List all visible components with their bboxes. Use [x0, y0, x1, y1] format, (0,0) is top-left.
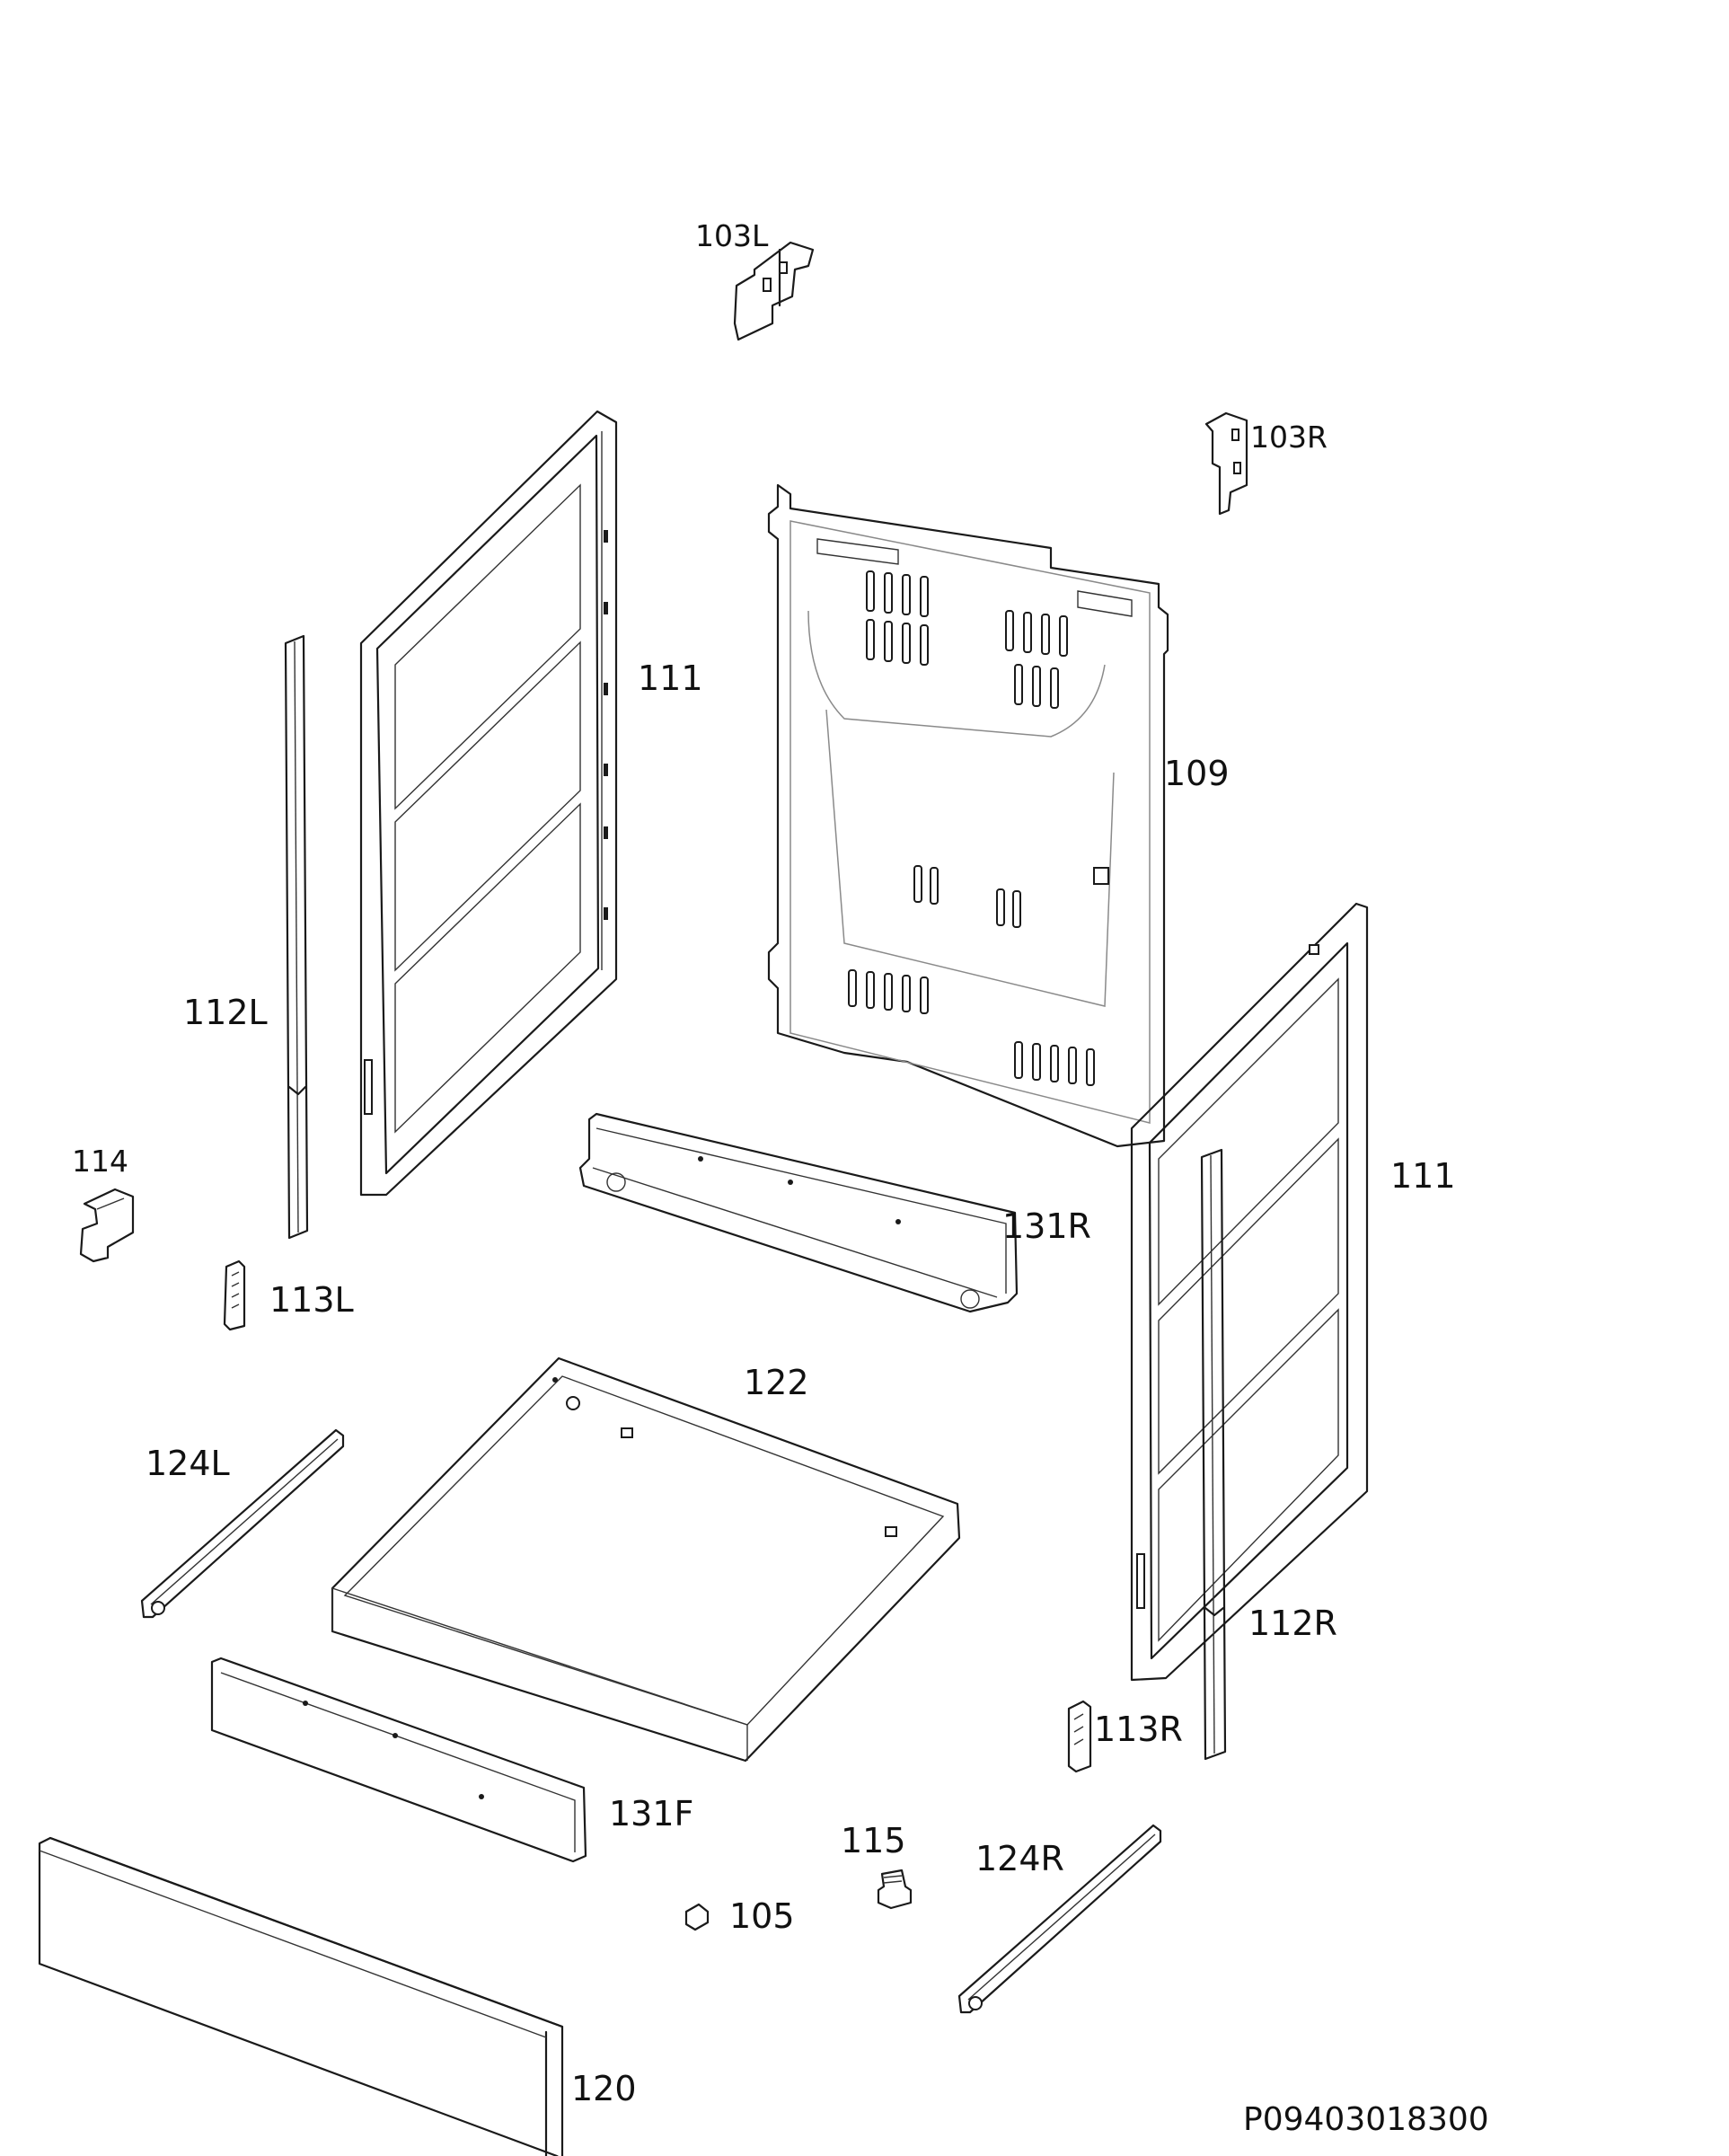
adjustable-foot-115: [877, 1869, 913, 1910]
callout-122: 122: [744, 1363, 809, 1402]
callout-109: 109: [1164, 754, 1230, 793]
callout-111-left: 111: [638, 658, 703, 698]
clip-114: [79, 1188, 135, 1263]
side-panel-111-right: [1130, 902, 1369, 1682]
hinge-113L: [223, 1259, 246, 1331]
callout-114: 114: [72, 1144, 128, 1179]
slide-rail-124R: [957, 1824, 1162, 2014]
callout-120: 120: [571, 2069, 637, 2108]
callout-131F: 131F: [609, 1794, 694, 1833]
callout-112R: 112R: [1248, 1604, 1337, 1643]
callout-115: 115: [841, 1821, 906, 1860]
side-panel-111-left: [359, 410, 618, 1197]
hinge-113R: [1067, 1700, 1092, 1773]
callout-112L: 112L: [183, 993, 268, 1032]
part-105: [684, 1903, 710, 1931]
base-tray-122: [331, 1356, 961, 1763]
callout-124R: 124R: [975, 1839, 1064, 1878]
callout-113R: 113R: [1094, 1710, 1183, 1749]
callout-124L: 124L: [146, 1444, 230, 1483]
back-panel-vent-slots: [848, 570, 1109, 1086]
rail-131R: [578, 1112, 1019, 1313]
callout-113L: 113L: [269, 1280, 354, 1320]
callout-131R: 131R: [1002, 1206, 1091, 1246]
drawing-code: P09403018300: [1243, 2101, 1489, 2138]
bracket-103L: [733, 241, 815, 341]
bracket-103R: [1204, 411, 1248, 516]
callout-105: 105: [729, 1896, 795, 1936]
callout-111-right: 111: [1390, 1156, 1456, 1196]
slide-rail-124L: [140, 1428, 345, 1619]
callout-103R: 103R: [1250, 420, 1328, 455]
rail-131F: [210, 1657, 587, 1863]
plinth-120: [38, 1836, 564, 2156]
strip-112L: [284, 634, 309, 1240]
callout-103L: 103L: [695, 218, 769, 253]
back-panel-109: [767, 483, 1169, 1148]
strip-112R: [1200, 1148, 1227, 1761]
